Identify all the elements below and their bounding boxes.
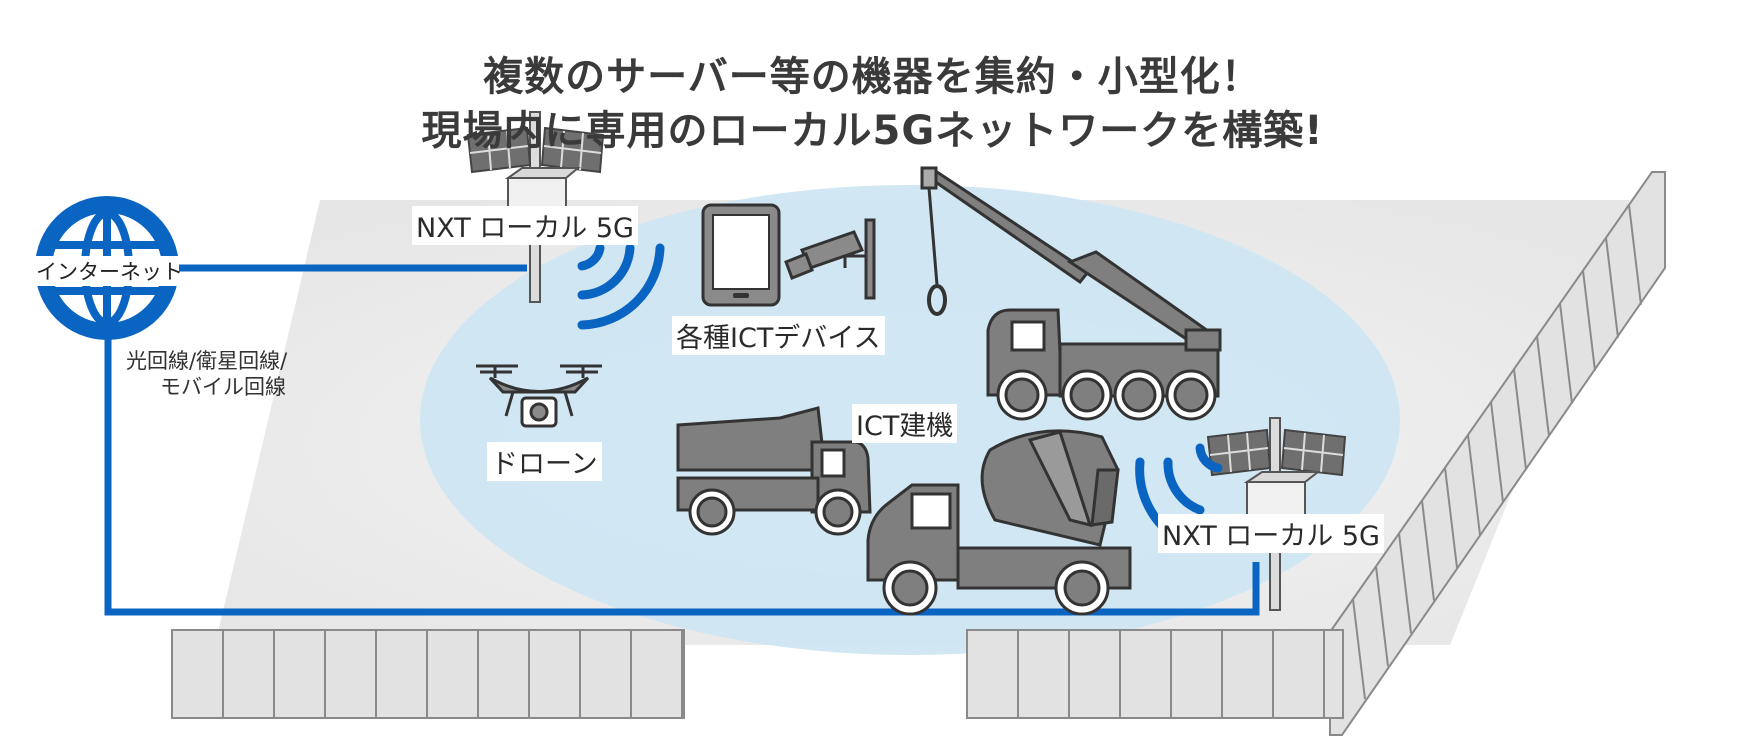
mixer-truck-icon	[866, 429, 1132, 616]
fence-panel-divider	[1513, 369, 1527, 470]
nxt-local-5g-label-top: NXT ローカル 5G	[412, 206, 638, 245]
dump-truck-icon	[676, 406, 872, 536]
title-line-1: 複数のサーバー等の機器を集約・小型化！	[483, 54, 1262, 100]
globe-icon	[35, 196, 179, 340]
fence-panel-divider	[1352, 599, 1366, 700]
fence-panel-divider	[1490, 401, 1504, 503]
internet-label: インターネット	[36, 260, 183, 284]
drone-label: ドローン	[487, 442, 602, 481]
network-links	[104, 264, 1260, 616]
lines-label-2: モバイル回線	[160, 375, 286, 399]
radio-wave-icon	[577, 243, 665, 330]
fence-panel-divider	[1467, 434, 1481, 535]
drone-icon	[476, 364, 602, 428]
fence-panel-divider	[1582, 270, 1596, 371]
fence-panel-divider	[1375, 566, 1389, 667]
lines-label-1: 光回線/衛星回線/	[126, 349, 288, 373]
tablet-icon	[701, 203, 781, 307]
fence-panel-divider	[1559, 303, 1573, 404]
camera-icon	[784, 218, 876, 300]
fence-front-right	[966, 629, 1344, 719]
title-line-2: 現場内に専用のローカル5Gネットワークを構築!	[421, 108, 1324, 154]
fence-front-left	[171, 629, 685, 719]
crane-truck-icon	[920, 166, 1222, 421]
fence-panel-divider	[1398, 533, 1412, 634]
fence-panel-divider	[1628, 204, 1642, 305]
fence-panel-divider	[1421, 500, 1435, 601]
fence-right	[1329, 171, 1666, 736]
fence-panel-divider	[1444, 467, 1458, 568]
fence-panel-divider	[1605, 237, 1619, 338]
ict-devices-label: 各種ICTデバイス	[672, 316, 885, 355]
nxt-local-5g-label-bottom: NXT ローカル 5G	[1158, 514, 1384, 553]
ict-machines-label: ICT建機	[852, 404, 958, 443]
fence-panel-divider	[1536, 336, 1550, 437]
